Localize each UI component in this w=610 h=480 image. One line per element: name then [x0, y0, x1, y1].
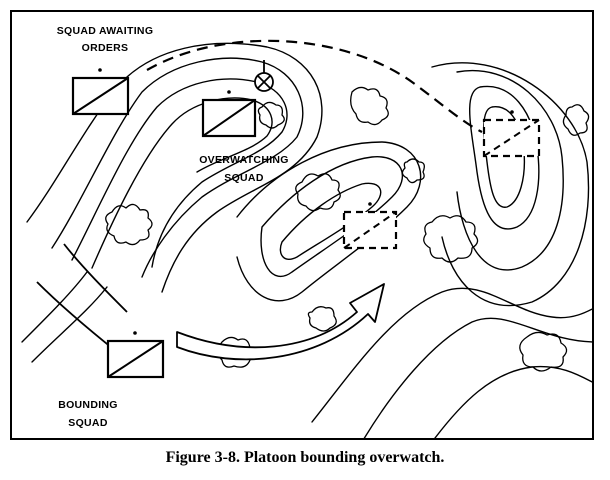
- contour-line: [434, 365, 592, 438]
- label-line: SQUAD AWAITING: [56, 25, 154, 37]
- diagram-frame: SQUAD AWAITING ORDERS OVERWATCHING SQUAD…: [10, 10, 594, 440]
- label-line: BOUNDING: [58, 399, 118, 411]
- label-squad-awaiting: SQUAD AWAITING ORDERS: [40, 26, 170, 53]
- vegetation-patch: [295, 173, 341, 212]
- label-line: OVERWATCHING: [199, 154, 289, 166]
- vegetation-patch: [401, 158, 425, 184]
- label-bounding-squad: BOUNDING SQUAD: [48, 400, 128, 428]
- contour-line: [31, 286, 108, 363]
- contour-line: [260, 156, 403, 278]
- unit-symbol-planned-right: [482, 110, 541, 158]
- vegetation-patch: [257, 101, 285, 129]
- contour-line: [91, 97, 273, 269]
- unit-symbol-bounding: [106, 331, 165, 379]
- label-overwatching-squad: OVERWATCHING SQUAD: [184, 155, 304, 183]
- contour-line: [21, 271, 88, 343]
- contour-line: [363, 317, 592, 438]
- movement-arc: [36, 281, 118, 353]
- vegetation-patch: [350, 86, 389, 126]
- contour-line: [71, 78, 288, 268]
- vegetation-patch: [307, 306, 337, 332]
- unit-symbol-overwatching: [201, 90, 257, 138]
- label-line: SQUAD: [224, 171, 264, 184]
- terrain-map: [21, 39, 592, 438]
- vegetation-patch: [519, 331, 568, 372]
- label-line: ORDERS: [81, 41, 129, 54]
- contour-line: [431, 62, 590, 307]
- contour-line: [469, 85, 540, 230]
- contour-line: [311, 287, 592, 423]
- contour-line: [456, 69, 564, 271]
- contour-line: [279, 182, 382, 260]
- vegetation-patch: [105, 203, 153, 246]
- observation-point-icon: [254, 60, 274, 92]
- contour-line: [236, 141, 422, 302]
- movement-arc: [63, 243, 128, 313]
- vegetation-patch: [423, 215, 479, 263]
- label-line: SQUAD: [68, 416, 108, 429]
- figure-caption: Figure 3-8. Platoon bounding overwatch.: [165, 449, 445, 466]
- unit-symbol-awaiting: [71, 68, 130, 116]
- route-dashed-path: [146, 39, 483, 133]
- unit-symbol-planned-center: [342, 202, 398, 250]
- contour-line: [51, 57, 304, 278]
- vegetation-patch: [562, 104, 590, 136]
- bounding-arrow: [176, 283, 385, 361]
